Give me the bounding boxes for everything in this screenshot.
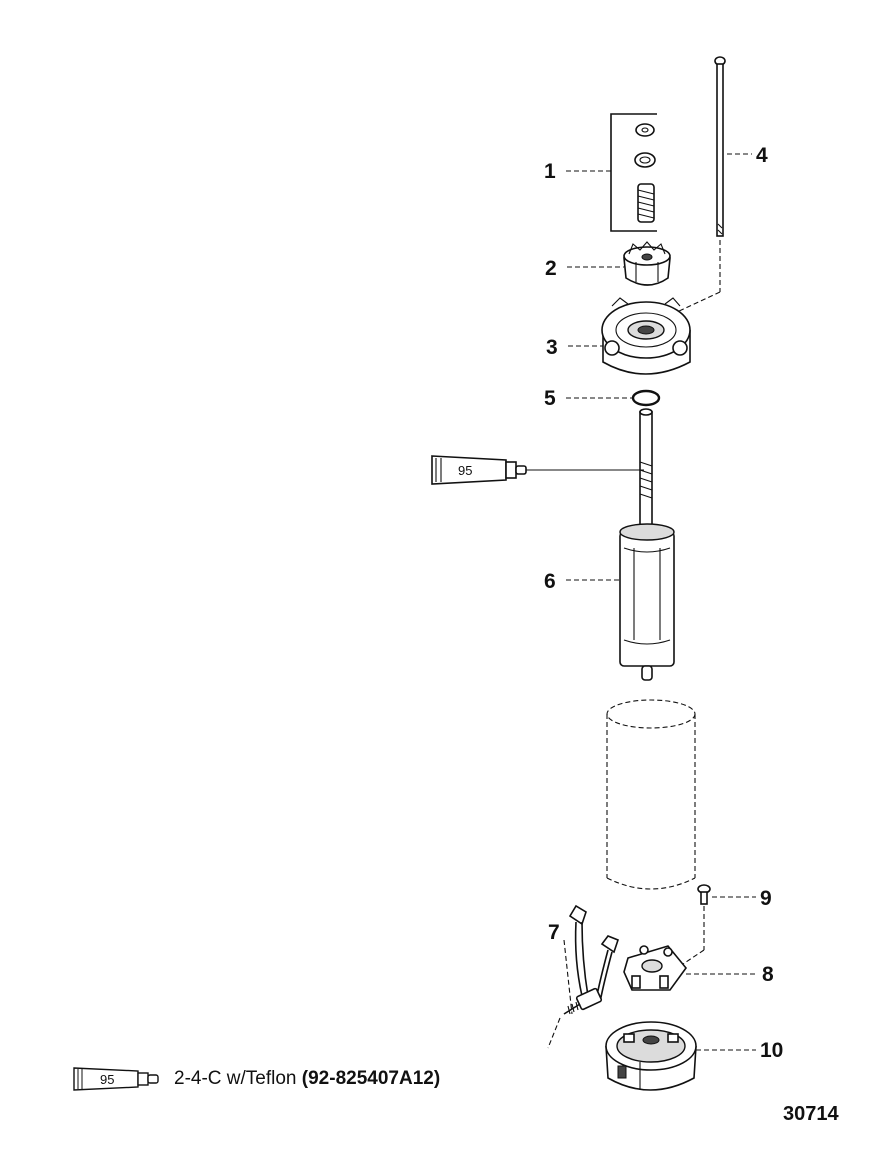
part-4-through-bolt xyxy=(714,56,726,237)
callout-1: 1 xyxy=(544,160,556,183)
legend-description: 2-4-C w/Teflon xyxy=(174,1068,297,1089)
part-7-brush-lead xyxy=(563,904,619,1015)
callout-10: 10 xyxy=(760,1039,783,1062)
callout-2: 2 xyxy=(545,257,557,280)
legend-part-number: (92-825407A12) xyxy=(301,1068,441,1089)
callout-5: 5 xyxy=(544,387,556,410)
sealant-tube-95: 95 xyxy=(431,455,527,485)
part-3-end-cap xyxy=(601,297,691,375)
drawing-number: 30714 xyxy=(783,1103,839,1125)
part-1-hardware-kit xyxy=(610,113,657,232)
callout-4: 4 xyxy=(756,144,768,167)
part-5-o-ring xyxy=(631,389,661,407)
legend-tube-label: 95 xyxy=(100,1072,114,1087)
legend-text: 2-4-C w/Teflon (92-825407A12) xyxy=(174,1068,440,1090)
callout-8: 8 xyxy=(762,963,774,986)
part-8-brush-plate xyxy=(623,945,688,991)
callout-3: 3 xyxy=(546,336,558,359)
frame-phantom xyxy=(606,699,696,890)
sealant-tube-label: 95 xyxy=(458,463,472,478)
callout-9: 9 xyxy=(760,887,772,910)
part-9-screw xyxy=(697,884,711,905)
part-2-pinion xyxy=(623,241,671,286)
callout-7: 7 xyxy=(548,921,560,944)
callout-6: 6 xyxy=(544,570,556,593)
part-10-end-cap xyxy=(605,1021,697,1091)
sealant-legend: 95 2-4-C w/Teflon (92-825407A12) xyxy=(72,1064,440,1094)
part-6-armature xyxy=(619,408,675,681)
sealant-tube-icon: 95 xyxy=(73,1067,159,1091)
